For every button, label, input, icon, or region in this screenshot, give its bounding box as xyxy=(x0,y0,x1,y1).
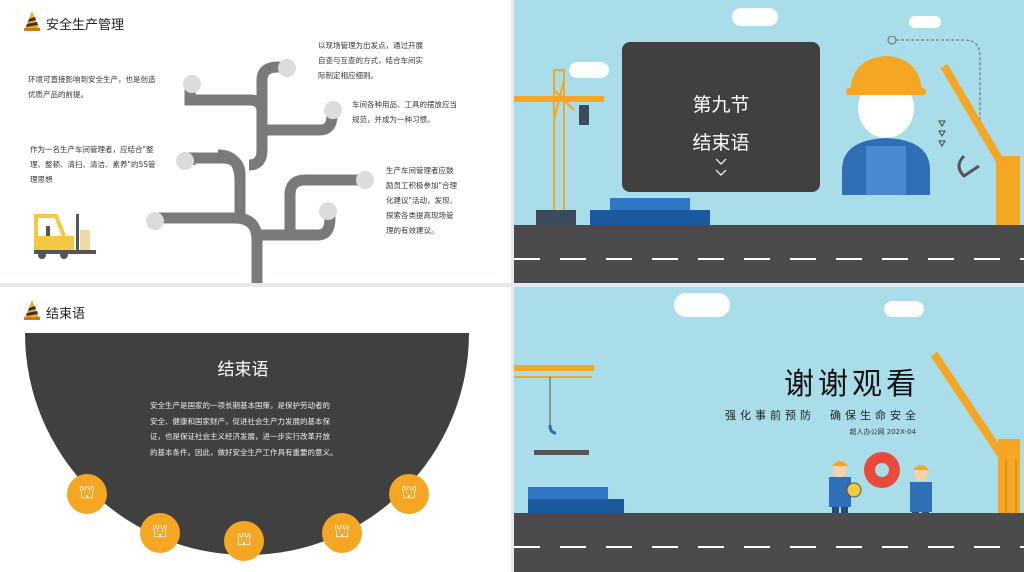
thank-you-title: 谢谢观看 xyxy=(784,367,920,402)
chevron-down-icon xyxy=(715,158,727,176)
crane-badge-icon: ⛫ xyxy=(389,474,429,514)
crane-badge-icon: ⛫ xyxy=(140,513,180,553)
forklift-icon xyxy=(34,214,96,259)
slide-section-nine[interactable]: 第九节 结束语 xyxy=(514,0,1024,283)
tree-diagram xyxy=(146,59,374,283)
road xyxy=(514,513,1024,572)
road xyxy=(514,225,1024,283)
container-stack xyxy=(610,198,690,210)
traffic-cone-icon xyxy=(24,11,40,31)
container-stack xyxy=(590,210,710,225)
text-block-3: 车间各种用品、工具的摆放应当规范，并成为一种习惯。 xyxy=(352,100,457,124)
crane-right-icon xyxy=(887,36,1020,246)
text-block-2: 环境可直接影响到安全生产，也是创造优质产品的前提。 xyxy=(28,75,156,99)
crane-right-icon xyxy=(930,351,1020,539)
text-block-5: 生产车间管理者应鼓励员工积极参加"合理化建议"活动，发现、探索各类提高现场管理的… xyxy=(386,166,457,235)
worker-illustration xyxy=(842,56,930,195)
slide-safety-management[interactable]: 安全生产管理 以现场管理为出发点，通过开展自查与互查的方式，结合车间实际制定相应… xyxy=(0,0,511,283)
slide-header: 结束语 xyxy=(46,307,86,322)
container-stack xyxy=(528,487,608,499)
crane-hook-icon xyxy=(514,365,594,455)
conclusion-body: 安全生产是国家的一项长期基本国策，是保护劳动者的安全、健康和国家财产，促进社会生… xyxy=(150,401,338,457)
crane-badge-icon: ⛫ xyxy=(322,513,362,553)
section-title: 结束语 xyxy=(692,132,750,154)
thank-you-subtitle: 强化事前预防 确保生命安全 xyxy=(725,409,920,422)
text-block-1: 以现场管理为出发点，通过开展自查与互查的方式，结合车间实际制定相应细则。 xyxy=(318,41,423,80)
text-block-4: 作为一名生产车间管理者，应结合"整理、整顿、清扫、清洁、素养"的5S管理思想 xyxy=(30,145,156,184)
road-marking xyxy=(514,546,1024,548)
traffic-cone-icon xyxy=(24,300,40,320)
slide-thank-you[interactable]: 谢谢观看 强化事前预防 确保生命安全 超人办公网 202X-04 xyxy=(514,287,1024,572)
crane-left-icon xyxy=(514,69,604,226)
section-number: 第九节 xyxy=(692,94,750,116)
slide-conclusion[interactable]: 结束语 结束语 安全生产是国家的一项长期基本国策，是保护劳动者的安全、健康和国家… xyxy=(0,287,511,572)
crane-badge-icon: ⛫ xyxy=(224,521,264,561)
thank-you-footer: 超人办公网 202X-04 xyxy=(849,428,916,436)
section-card: 第九节 结束语 xyxy=(622,42,820,192)
conclusion-heading: 结束语 xyxy=(217,360,269,380)
slide-title: 安全生产管理 xyxy=(46,18,125,33)
container-stack xyxy=(528,499,624,513)
crane-badge-icon: ⛫ xyxy=(67,474,107,514)
road-marking xyxy=(514,258,1024,260)
